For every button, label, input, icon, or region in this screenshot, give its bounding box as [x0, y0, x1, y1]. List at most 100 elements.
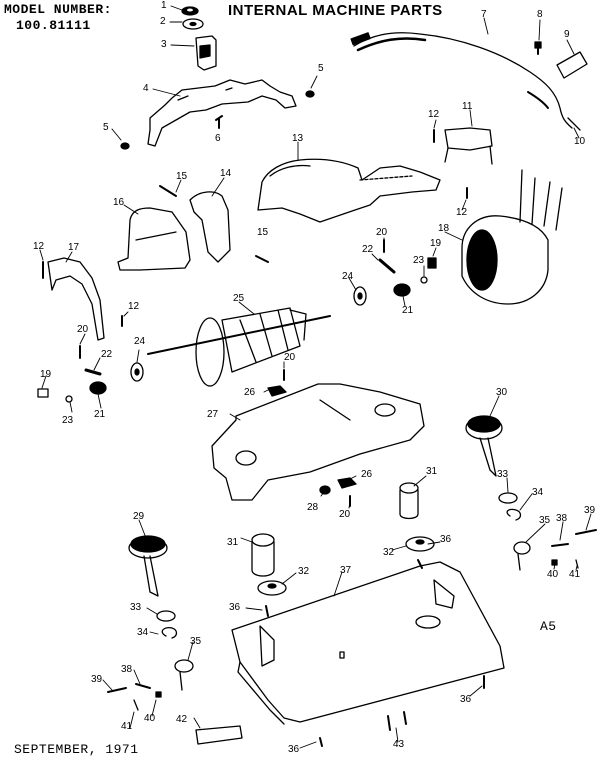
callout-38: 38 — [556, 513, 568, 524]
part-27-gear-case — [212, 384, 424, 500]
callout-31: 31 — [426, 466, 438, 477]
callout-39: 39 — [91, 674, 103, 685]
callout-11: 11 — [462, 101, 473, 112]
part-26-retainer — [268, 386, 356, 488]
part-42-plate — [196, 726, 242, 744]
part-35-crank — [175, 542, 530, 690]
part-28-screw — [320, 486, 330, 494]
page-code: A5 — [540, 619, 557, 634]
part-29-gear — [129, 536, 167, 596]
callout-29: 29 — [133, 511, 145, 522]
part-41-spring — [134, 560, 578, 710]
callout-33: 33 — [130, 602, 142, 613]
part-24-bearing — [131, 287, 366, 381]
callout-9: 9 — [564, 29, 570, 40]
callout-32: 32 — [383, 547, 395, 558]
callout-25: 25 — [233, 293, 245, 304]
leader-lines — [40, 6, 591, 748]
part-18-field — [462, 170, 562, 304]
callout-35: 35 — [190, 636, 202, 647]
part-34-ring — [162, 509, 520, 638]
callout-40: 40 — [144, 713, 156, 724]
part-10-terminal — [568, 118, 580, 130]
callout-22: 22 — [362, 244, 374, 255]
callout-12: 12 — [33, 241, 45, 252]
part-20-screw — [80, 240, 384, 506]
part-11-clamp — [445, 128, 492, 164]
callout-12: 12 — [456, 207, 468, 218]
callout-15: 15 — [257, 227, 269, 238]
part-31-bearing — [252, 483, 418, 576]
callout-23: 23 — [62, 415, 74, 426]
part-23-spring — [66, 277, 427, 402]
callout-34: 34 — [532, 487, 544, 498]
part-4-bracket — [148, 80, 296, 146]
model-number-value: 100.81111 — [16, 18, 91, 33]
part-6-screw — [216, 116, 222, 128]
part-19-brush — [38, 258, 436, 397]
callout-42: 42 — [176, 714, 188, 725]
callout-20: 20 — [284, 352, 296, 363]
callout-18: 18 — [438, 223, 450, 234]
model-number-label: MODEL NUMBER: — [4, 2, 112, 17]
part-30-gear — [466, 416, 502, 476]
callout-31: 31 — [227, 537, 239, 548]
callout-4: 4 — [143, 83, 149, 94]
callout-13: 13 — [292, 133, 304, 144]
callout-36: 36 — [440, 534, 452, 545]
part-13-housing — [258, 159, 440, 222]
callout-21: 21 — [402, 305, 414, 316]
callout-15: 15 — [176, 171, 188, 182]
part-16-fan-guard — [118, 208, 190, 270]
callout-36: 36 — [229, 602, 241, 613]
callout-1: 1 — [161, 0, 167, 11]
callout-2: 2 — [160, 16, 166, 27]
part-17-clamp — [48, 258, 104, 340]
part-3-bushing — [196, 36, 216, 70]
callout-21: 21 — [94, 409, 106, 420]
callout-8: 8 — [537, 9, 543, 20]
callout-5: 5 — [318, 63, 324, 74]
callout-20: 20 — [77, 324, 89, 335]
part-1-nut — [182, 7, 198, 15]
callout-41: 41 — [569, 569, 581, 580]
callout-7: 7 — [481, 9, 487, 20]
part-12-screw — [43, 130, 467, 326]
callout-30: 30 — [496, 387, 508, 398]
callout-32: 32 — [298, 566, 310, 577]
page-title: INTERNAL MACHINE PARTS — [228, 2, 443, 19]
callout-16: 16 — [113, 197, 125, 208]
part-32-bearing — [258, 537, 434, 595]
callout-17: 17 — [68, 242, 80, 253]
callout-39: 39 — [584, 505, 596, 516]
revision-date: SEPTEMBER, 1971 — [14, 742, 139, 757]
part-8-screw — [535, 42, 541, 54]
part-15-screw — [160, 186, 268, 262]
part-39-pin — [108, 530, 596, 692]
callout-36: 36 — [288, 744, 300, 755]
callout-37: 37 — [340, 565, 352, 576]
callout-20: 20 — [339, 509, 351, 520]
callout-6: 6 — [215, 133, 221, 144]
part-9-cord-protector — [557, 52, 587, 78]
part-33-washer — [157, 493, 517, 621]
callout-12: 12 — [128, 301, 140, 312]
callout-19: 19 — [430, 238, 442, 249]
callout-28: 28 — [307, 502, 319, 513]
callout-14: 14 — [220, 168, 232, 179]
callout-20: 20 — [376, 227, 388, 238]
part-5-screw — [121, 91, 314, 149]
part-14-baffle — [190, 192, 230, 262]
callout-27: 27 — [207, 409, 219, 420]
part-25-armature — [148, 308, 330, 386]
callout-19: 19 — [40, 369, 52, 380]
part-43-screw — [388, 712, 406, 730]
part-37-base-plate — [232, 562, 504, 724]
callout-24: 24 — [134, 336, 146, 347]
callout-43: 43 — [393, 739, 405, 750]
callout-10: 10 — [574, 136, 586, 147]
part-2-washer — [183, 19, 203, 29]
callout-36: 36 — [460, 694, 472, 705]
callout-34: 34 — [137, 627, 149, 638]
callout-5: 5 — [103, 122, 109, 133]
